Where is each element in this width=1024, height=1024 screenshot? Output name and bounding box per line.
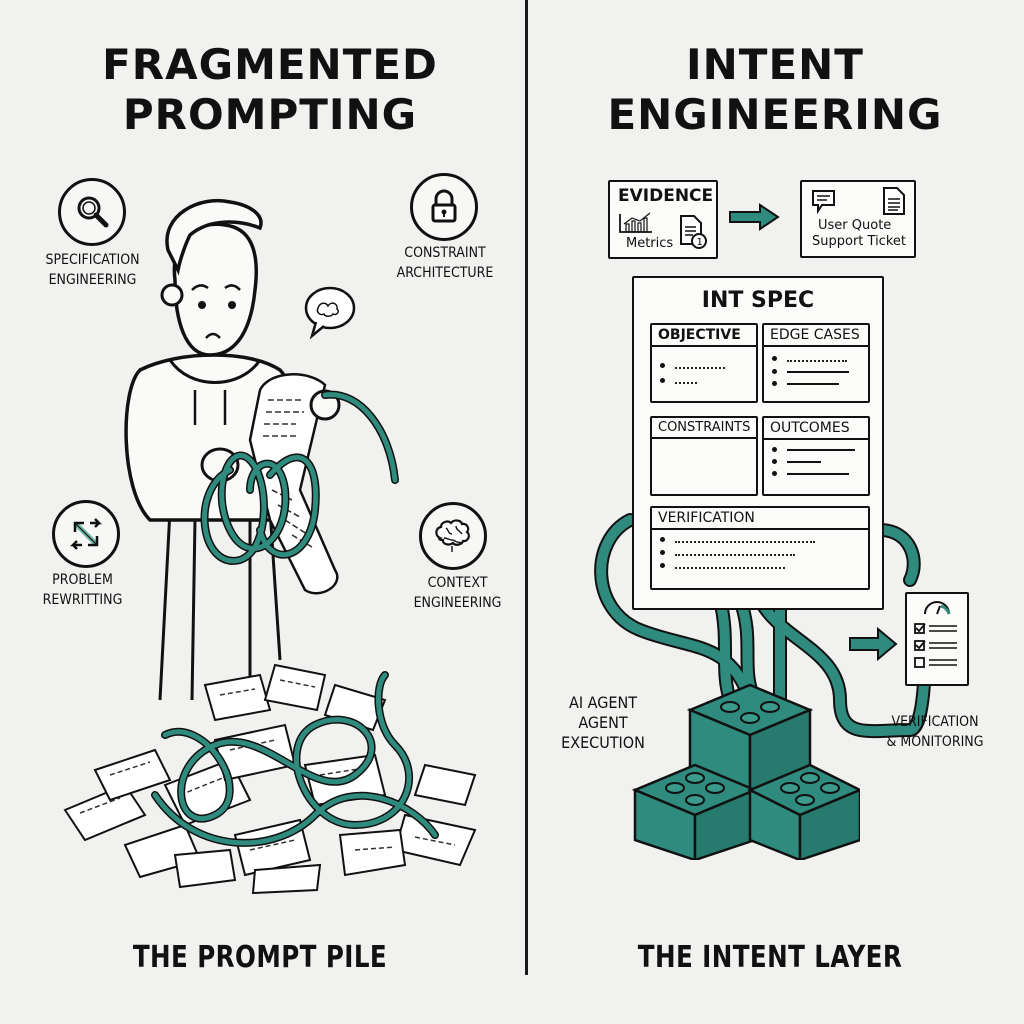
concept-specification-engineering — [58, 178, 126, 246]
spec-section-outcomes: OUTCOMES — [762, 416, 870, 496]
left-footer-caption: THE PROMPT PILE — [132, 940, 388, 975]
concept-problem-rewritting — [52, 500, 120, 568]
concept-label-line: CONTEXT — [427, 575, 488, 591]
sources-box: User Quote Support Ticket — [800, 180, 916, 258]
magnifier-icon — [58, 178, 126, 246]
concept-constraint-architecture — [410, 173, 478, 241]
confused-person-illustration — [124, 199, 399, 701]
section-heading: VERIFICATION — [652, 508, 868, 530]
section-heading: CONSTRAINTS — [652, 418, 756, 439]
brain-icon — [419, 502, 487, 570]
chat-bubble-icon — [812, 190, 835, 215]
support-ticket-label: Support Ticket — [812, 234, 906, 249]
ticket-document-icon — [883, 187, 905, 215]
spec-title: INT SPEC — [701, 288, 815, 313]
panel-divider — [525, 0, 528, 975]
right-title: INTENT ENGINEERING — [570, 40, 980, 140]
agent-execution-label: AI AGENT AGENT EXECUTION — [548, 693, 658, 753]
spec-section-objective: OBJECTIVE — [650, 323, 758, 403]
concept-label-line: SPECIFICATION — [45, 252, 140, 268]
concept-label-line: ARCHITECTURE — [396, 265, 494, 281]
crossed-arrows-icon — [52, 500, 120, 568]
checklist-gauge-icon — [914, 601, 957, 668]
section-heading: OUTCOMES — [764, 418, 868, 440]
concept-context-engineering — [419, 502, 487, 570]
spec-section-constraints: CONSTRAINTS — [650, 416, 758, 496]
output-arrow-icon — [849, 626, 898, 662]
concept-label-specification: SPECIFICATION ENGINEERING — [20, 250, 165, 290]
document-numbered-icon: 1 — [680, 215, 707, 249]
svg-text:1: 1 — [697, 237, 703, 248]
evidence-title: EVIDENCE — [618, 186, 714, 206]
left-title: FRAGMENTED PROMPTING — [60, 40, 480, 140]
concept-label-constraint: CONSTRAINT ARCHITECTURE — [380, 243, 510, 283]
agent-label-line: AGENT — [578, 713, 628, 732]
verification-monitoring-label: VERIFICATION & MONITORING — [870, 712, 1000, 752]
section-heading: OBJECTIVE — [652, 325, 756, 347]
left-title-line2: PROMPTING — [122, 90, 418, 139]
padlock-icon — [410, 173, 478, 241]
bar-chart-icon — [619, 212, 652, 233]
spec-section-verification: VERIFICATION — [650, 506, 870, 590]
right-title-line1: INTENT — [686, 40, 864, 89]
verification-checklist — [905, 592, 969, 686]
concept-label-problem: PROBLEM REWRITTING — [25, 570, 140, 610]
agent-cables — [594, 513, 932, 747]
right-title-line2: ENGINEERING — [607, 90, 943, 139]
concept-label-line: REWRITTING — [42, 592, 123, 608]
prompt-pile-illustration — [63, 663, 477, 895]
agent-label-line: AI AGENT — [568, 693, 638, 712]
concept-label-context: CONTEXT ENGINEERING — [400, 573, 515, 613]
user-quote-label: User Quote — [818, 218, 892, 233]
spec-section-edge-cases: EDGE CASES — [762, 323, 870, 403]
flow-arrow-icon — [729, 203, 780, 231]
concept-label-line: PROBLEM — [52, 572, 113, 588]
concept-label-line: ENGINEERING — [48, 272, 137, 288]
evidence-box: EVIDENCE Metrics 1 — [608, 180, 718, 259]
verification-label-line: VERIFICATION — [891, 714, 979, 730]
left-title-line1: FRAGMENTED — [102, 40, 438, 89]
verification-label-line: & MONITORING — [886, 734, 984, 750]
right-footer-caption: THE INTENT LAYER — [637, 940, 903, 975]
section-heading: EDGE CASES — [764, 325, 868, 347]
metrics-label: Metrics — [626, 236, 674, 251]
concept-label-line: CONSTRAINT — [404, 245, 486, 261]
concept-label-line: ENGINEERING — [413, 595, 502, 611]
lego-blocks-illustration — [631, 683, 860, 860]
intent-spec-document: INT SPEC OBJECTIVE EDGE CASES CONSTRAINT… — [632, 276, 884, 610]
agent-label-line: EXECUTION — [561, 733, 645, 752]
